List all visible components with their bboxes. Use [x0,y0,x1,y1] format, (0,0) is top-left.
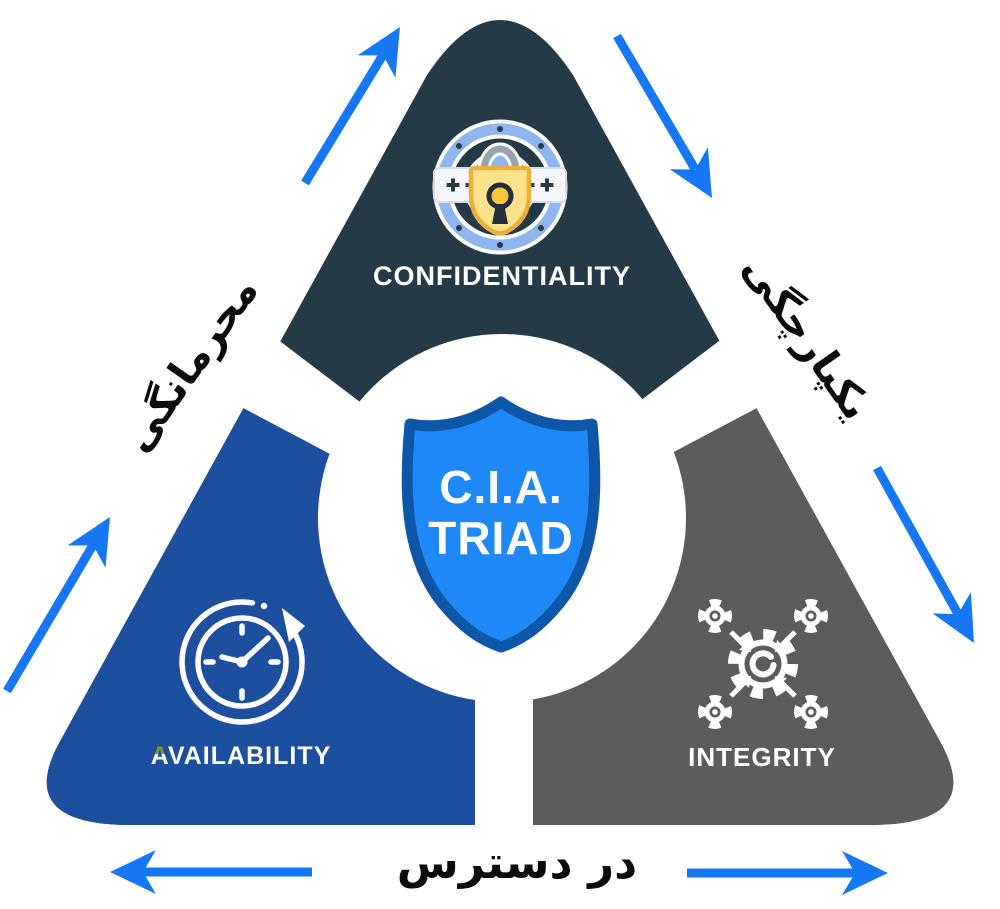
keyhole [486,182,514,210]
availability-label-farsi: در دسترس [396,836,638,889]
arrow-mid-left-shaft [3,542,97,694]
arrow-top-right-shaft [613,33,699,172]
small-gears [698,599,828,729]
center-title-line2: TRIAD [428,512,574,564]
confidentiality-label: CONFIDENTIALITY [373,261,631,291]
minute-hand [239,635,271,665]
availability-label: AVAILABILITY [91,742,391,771]
clock-icon [179,599,305,725]
arrow-mid-left-head [67,517,110,568]
shield-icon [401,396,601,653]
shackle [480,145,520,172]
inward-arrows [729,630,797,698]
gears-icon [698,599,828,729]
padlock-icon [432,119,568,255]
center-gear-teeth [728,629,798,699]
arrow-mid-right-shaft [873,465,962,617]
arrow-top-right-head [669,147,712,198]
center-title-line1: C.I.A. [439,461,563,513]
center-gear [738,639,788,689]
flow-arrows [3,27,974,895]
refresh-ring [179,599,305,725]
arrow-top-left-shaft [301,52,387,186]
refresh-arrowhead [282,608,305,642]
integrity-label: INTEGRITY [688,742,836,772]
availability-label-first-letter: A [150,742,168,770]
arrow-bottom-left-head [110,850,156,894]
arrow-top-left-head [357,27,400,78]
availability-label-rest: VAILABILITY [167,742,332,770]
arrow-bottom-right-head [842,851,888,895]
arrow-mid-right-head [932,592,974,643]
